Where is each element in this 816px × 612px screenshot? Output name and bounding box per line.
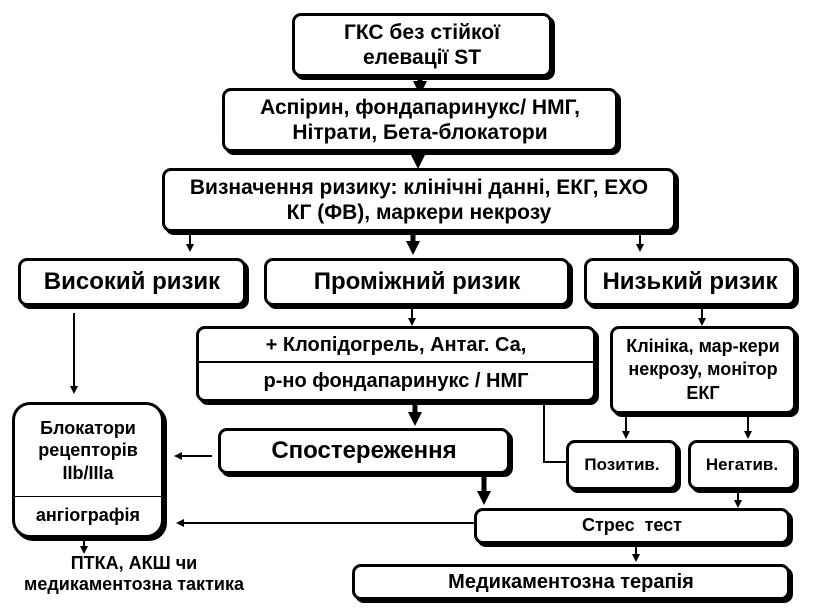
intermediate-risk-box: Проміжний ризик <box>264 258 570 306</box>
high-risk-box: Високий ризик <box>18 258 246 306</box>
receptor-blockers-box: Блокатори рецепторів IIb/IIIa ангіографі… <box>12 402 164 538</box>
risk-assessment-label: Визначення ризику: клінічні данні, ЕКГ, … <box>189 175 649 224</box>
outcome-line-2: медикаментозна тактика <box>24 573 244 594</box>
outcome-line-1: ПТКА, АКШ чи <box>70 553 198 573</box>
clopidogrel-bottom-label: р-но фондапаринукс / НМГ <box>263 369 529 392</box>
initial-therapy-box: Аспірин, фондапаринукс/ НМГ, Нітрати, Бе… <box>222 88 618 152</box>
clopidogrel-top: + Клопідогрель, Антаг. Са, <box>199 329 593 363</box>
negative-box: Негатив. <box>688 440 796 490</box>
arrow-positive-to-clopidogrel <box>540 396 566 463</box>
low-risk-monitor-label: Клініка, мар-кери некрозу, монітор ЕКГ <box>626 335 780 403</box>
acs-box: ГКС без стійкої елевації ST <box>292 13 552 77</box>
angiography-label: ангіографія <box>35 504 141 525</box>
low-risk-monitor-box: Клініка, мар-кери некрозу, монітор ЕКГ <box>610 326 796 414</box>
intermediate-risk-label: Проміжний ризик <box>313 267 521 295</box>
receptor-blockers-label: Блокатори рецепторів IIb/IIIa <box>38 417 138 483</box>
observation-box: Спостереження <box>218 428 510 474</box>
clopidogrel-box: + Клопідогрель, Антаг. Са, р-но фондапар… <box>196 326 596 402</box>
positive-box: Позитив. <box>566 440 678 490</box>
initial-therapy-label: Аспірин, фондапаринукс/ НМГ, Нітрати, Бе… <box>260 95 580 144</box>
positive-label: Позитив. <box>584 454 660 474</box>
clopidogrel-bottom: р-но фондапаринукс / НМГ <box>199 363 593 399</box>
receptor-blockers-top: Блокатори рецепторів IIb/IIIa <box>15 405 161 497</box>
observation-label: Спостереження <box>271 436 457 464</box>
drug-therapy-label: Медикаментозна терапія <box>448 571 694 593</box>
clopidogrel-top-label: + Клопідогрель, Антаг. Са, <box>265 333 527 356</box>
stress-test-label: Стрес тест <box>581 515 682 536</box>
low-risk-box: Низький ризик <box>584 258 796 306</box>
negative-label: Негатив. <box>705 454 779 474</box>
high-risk-label: Високий ризик <box>43 267 221 295</box>
acs-label: ГКС без стійкої елевації ST <box>343 20 501 69</box>
risk-assessment-box: Визначення ризику: клінічні данні, ЕКГ, … <box>162 168 676 232</box>
outcome-text: ПТКА, АКШ чи медикаментозна тактика <box>2 553 266 594</box>
drug-therapy-box: Медикаментозна терапія <box>352 564 790 600</box>
angiography-section: ангіографія <box>15 497 161 533</box>
stress-test-box: Стрес тест <box>474 508 790 544</box>
low-risk-label: Низький ризик <box>602 267 778 295</box>
